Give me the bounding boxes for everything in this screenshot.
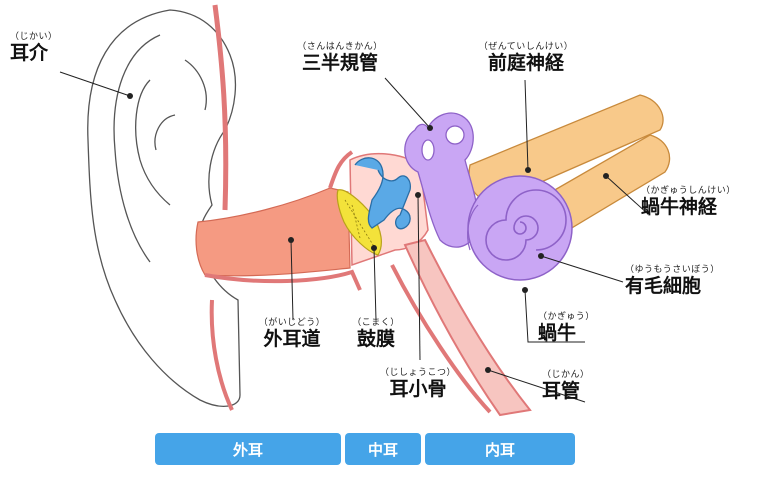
label-ossicles-ruby: （じしょうこつ） (379, 368, 457, 378)
label-auricle-term: 耳介 (10, 42, 49, 64)
label-hair-cells: （ゆうもうさいぼう） 有毛細胞 (625, 265, 720, 297)
leader-lines (59, 71, 649, 403)
label-eustachian-tube-ruby: （じかん） (542, 370, 590, 380)
label-eustachian-tube: （じかん） 耳管 (542, 370, 590, 402)
label-cochlear-nerve: （かぎゅうしんけい） 蝸牛神経 (641, 186, 736, 218)
label-ossicles: （じしょうこつ） 耳小骨 (380, 368, 456, 400)
label-cochlea-term: 蝸牛 (538, 322, 577, 344)
leader-dots (127, 93, 609, 373)
label-ear-canal-ruby: （がいじどう） (258, 318, 326, 328)
section-inner-ear: 内耳 (425, 433, 575, 465)
label-cochlea-ruby: （かぎゅう） (538, 312, 595, 322)
cochlea-shape (467, 175, 573, 281)
label-eustachian-tube-term: 耳管 (542, 380, 581, 402)
label-cochlea: （かぎゅう） 蝸牛 (538, 312, 595, 344)
eustachian-tube-shape (403, 238, 532, 417)
label-semicircular-canals: （さんはんきかん） 三半規管 (297, 42, 383, 74)
skin-line-upper (212, 4, 229, 211)
label-ossicles-term: 耳小骨 (389, 378, 447, 400)
label-hair-cells-term: 有毛細胞 (625, 275, 702, 297)
label-ear-canal-term: 外耳道 (263, 328, 321, 350)
auricle-shape (87, 9, 241, 407)
label-vestibular-nerve-ruby: （ぜんていしんけい） (478, 42, 574, 52)
label-cochlear-nerve-term: 蝸牛神経 (641, 196, 718, 218)
label-eardrum-term: 鼓膜 (356, 328, 396, 350)
section-outer-ear: 外耳 (155, 433, 341, 465)
ossicles-shape (354, 157, 411, 230)
label-semicircular-canals-ruby: （さんはんきかん） (297, 42, 383, 52)
eardrum-shape (336, 189, 382, 256)
section-middle-ear: 中耳 (345, 433, 421, 465)
label-eardrum: （こまく） 鼓膜 (352, 318, 400, 350)
ear-canal-shape (195, 187, 351, 277)
label-auricle-ruby: （じかい） (10, 32, 58, 42)
skin-line-lower (209, 299, 234, 411)
label-vestibular-nerve-term: 前庭神経 (487, 52, 564, 74)
label-ear-canal: （がいじどう） 外耳道 (259, 318, 326, 350)
label-cochlear-nerve-ruby: （かぎゅうしんけい） (641, 186, 736, 196)
label-hair-cells-ruby: （ゆうもうさいぼう） (625, 265, 720, 275)
label-vestibular-nerve: （ぜんていしんけい） 前庭神経 (479, 42, 574, 74)
semicircular-canals-shape (404, 112, 479, 248)
label-auricle: （じかい） 耳介 (10, 32, 58, 64)
label-semicircular-canals-term: 三半規管 (301, 52, 379, 74)
label-eardrum-ruby: （こまく） (352, 318, 400, 328)
